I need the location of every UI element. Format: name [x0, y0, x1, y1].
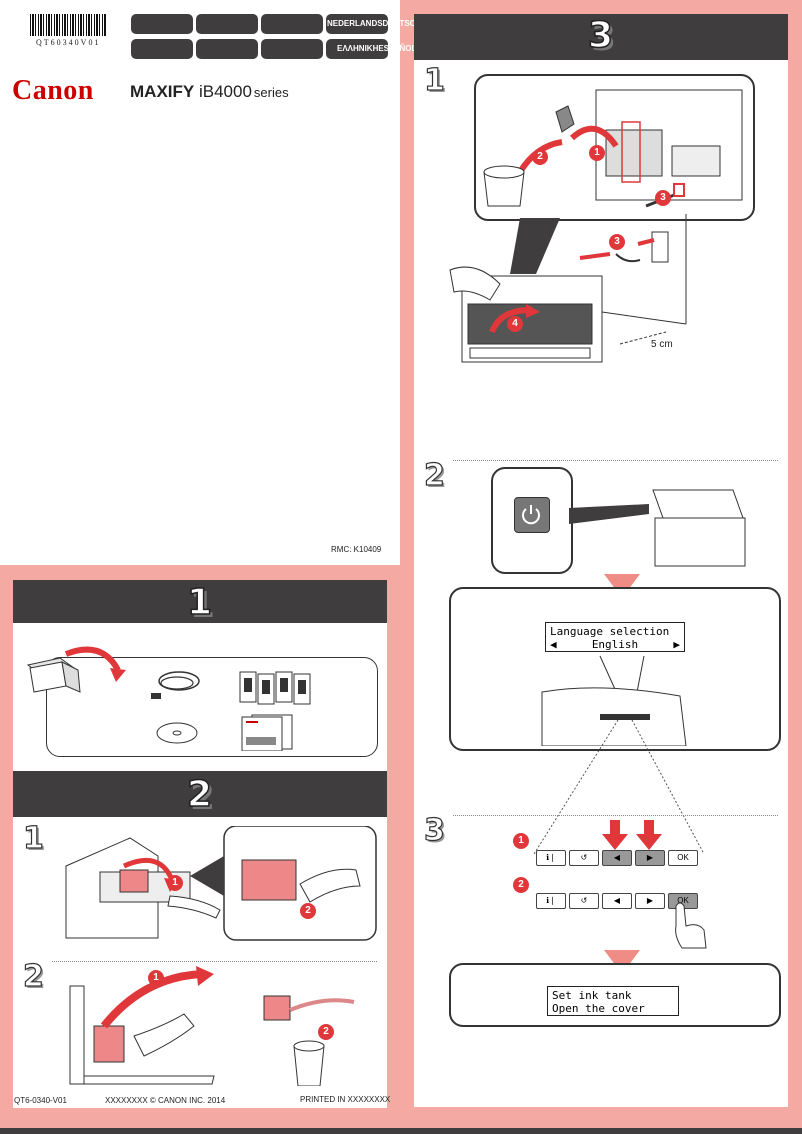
- product-model: iB4000: [198, 82, 252, 101]
- callout-number: 3: [655, 190, 671, 206]
- clearance-label: 5 cm: [651, 339, 673, 350]
- left-button[interactable]: ◀: [602, 850, 632, 866]
- lcd-language-row: ◀ English ▶: [550, 638, 680, 651]
- finger-press-illustration: [675, 902, 707, 949]
- callout-number: 2: [300, 903, 316, 919]
- remove-orange-tape-illustration: [69, 966, 355, 1086]
- bottom-rule: [0, 1128, 802, 1134]
- press-arrows-icon: [602, 820, 662, 850]
- left-button[interactable]: ◀: [602, 893, 632, 909]
- lcd-language-title: Language selection: [550, 625, 670, 638]
- callout-number: 2: [513, 877, 529, 893]
- footer-printed: PRINTED IN XXXXXXXX: [300, 1095, 391, 1104]
- canon-logo: Canon: [12, 75, 94, 106]
- printer-panel-illustration: [541, 655, 687, 746]
- package-contents-box: [46, 657, 378, 757]
- step-number: 2: [423, 458, 445, 493]
- section-2-header: [13, 771, 387, 817]
- right-button[interactable]: ▶: [635, 850, 665, 866]
- section-3-header: [414, 14, 788, 60]
- printer-front-illustration: [449, 214, 687, 363]
- callout-number: 1: [589, 145, 605, 161]
- lang-tab[interactable]: [196, 39, 258, 59]
- zoom-lines: [533, 720, 705, 855]
- step-number: 2: [22, 959, 44, 994]
- ok-button[interactable]: OK: [668, 850, 698, 866]
- section-2-number: 2: [186, 774, 213, 815]
- remove-protective-material-illustration: [65, 826, 377, 941]
- lang-tab[interactable]: [131, 14, 193, 34]
- lang-tab[interactable]: [326, 39, 388, 59]
- barcode-text: QT60340V01: [36, 38, 101, 47]
- lcd-ink-screen: Set ink tank Open the cover: [547, 986, 679, 1016]
- back-button[interactable]: ↺: [569, 850, 599, 866]
- setup-button[interactable]: ℹ❘: [536, 893, 566, 909]
- printer-rear-illustration: [483, 89, 743, 208]
- callout-number: 3: [609, 234, 625, 250]
- callout-number: 1: [513, 833, 529, 849]
- right-button[interactable]: ▶: [635, 893, 665, 909]
- lang-tab[interactable]: [196, 14, 258, 34]
- footer-copyright: XXXXXXXX © CANON INC. 2014: [105, 1096, 226, 1105]
- section-3-number: 3: [587, 15, 614, 56]
- cover-panel: [0, 0, 400, 565]
- lang-tab[interactable]: [131, 39, 193, 59]
- cd-rom-illustration: [156, 722, 198, 744]
- control-panel-2: ℹ❘ ↺ ◀ ▶ OK: [536, 893, 698, 909]
- language-row-1: NEDERLANDSDEUTSCHFRANÇAISENGLISH: [327, 19, 499, 28]
- step-number: 1: [423, 63, 445, 98]
- setup-button[interactable]: ℹ❘: [536, 850, 566, 866]
- barcode: [30, 14, 106, 36]
- lang-tab[interactable]: [261, 14, 323, 34]
- product-suffix: series: [253, 85, 289, 100]
- manuals-illustration: [241, 714, 293, 751]
- step-divider: [453, 460, 778, 461]
- box-illustration: [26, 646, 126, 693]
- lcd-language-value: English: [591, 638, 639, 651]
- lcd-ink-line-2: Open the cover: [552, 1002, 645, 1015]
- callout-number: 4: [507, 316, 523, 332]
- ink-tanks-illustration: [239, 671, 311, 705]
- step-divider: [453, 815, 778, 816]
- back-button[interactable]: ↺: [569, 893, 599, 909]
- power-button[interactable]: [514, 497, 550, 533]
- product-prefix: MAXIFY: [130, 82, 195, 101]
- step-number: 3: [423, 813, 445, 848]
- callout-number: 2: [532, 149, 548, 165]
- section-1-number: 1: [186, 582, 213, 623]
- lcd-ink-line-1: Set ink tank: [552, 989, 632, 1002]
- lcd-language-screen: Language selection ◀ English ▶: [545, 622, 685, 652]
- lang-tab[interactable]: [261, 39, 323, 59]
- arrow-right-icon: ▶: [673, 638, 680, 651]
- control-panel-1: ℹ❘ ↺ ◀ ▶ OK: [536, 850, 698, 866]
- section-1-header: [13, 580, 387, 623]
- footer-code: QT6-0340-V01: [14, 1096, 67, 1105]
- callout-number: 2: [318, 1024, 334, 1040]
- lang-tab[interactable]: [326, 14, 388, 34]
- power-cord-illustration: [151, 671, 200, 699]
- callout-number: 1: [167, 875, 183, 891]
- step-number: 1: [22, 821, 44, 856]
- rmc-code: RMC: K10409: [331, 545, 382, 554]
- step-divider: [52, 961, 377, 962]
- printer-top-illustration: [569, 489, 746, 567]
- power-icon: [522, 505, 540, 525]
- callout-number: 1: [148, 970, 164, 986]
- arrow-left-icon: ◀: [550, 638, 557, 651]
